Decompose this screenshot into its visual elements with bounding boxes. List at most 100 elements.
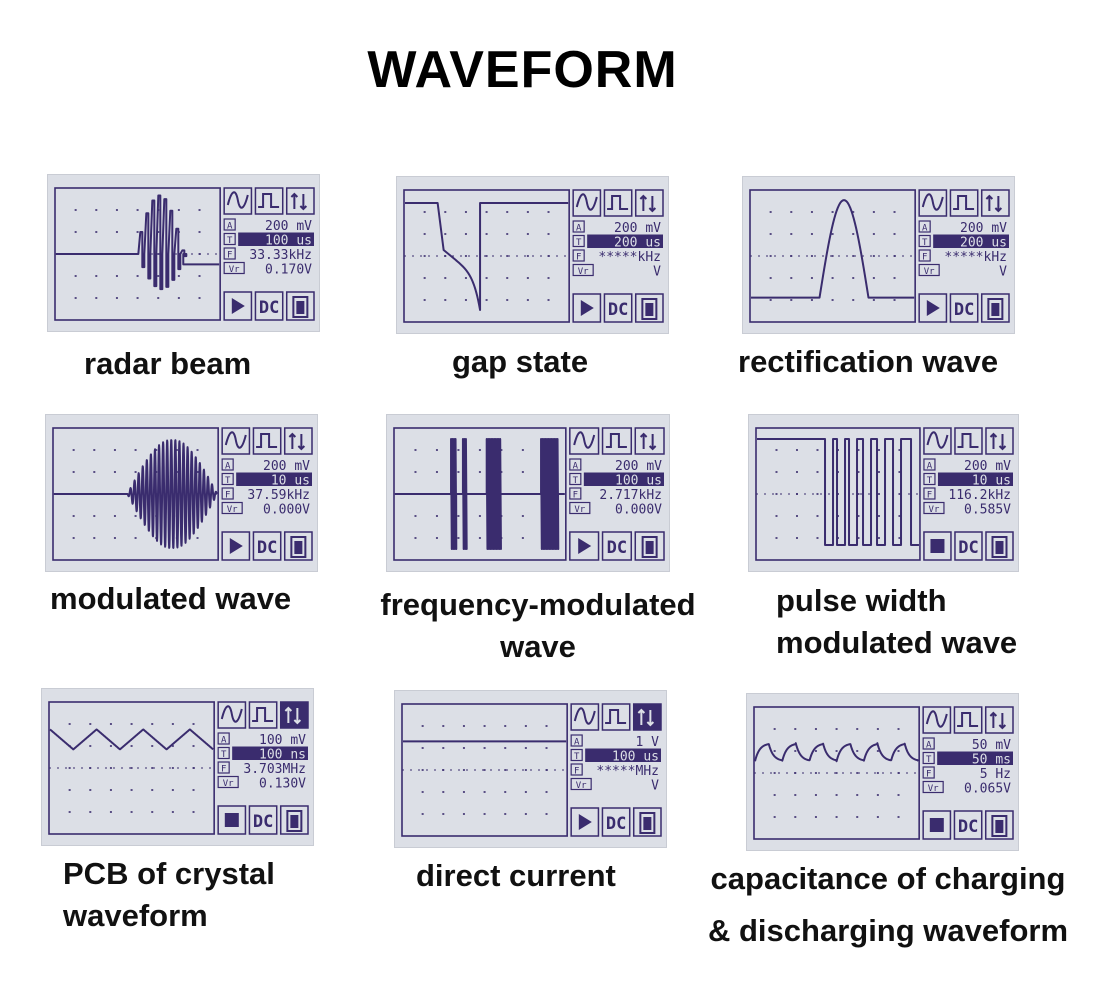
battery-button [279, 805, 309, 835]
trigger-edge-icon [639, 432, 657, 451]
run-button [572, 293, 602, 323]
readout-vpp: 0.585V [964, 503, 1011, 518]
waveform-trace [757, 438, 919, 546]
readout-tag-label: Vr [924, 267, 935, 277]
selected-row-highlight [937, 751, 1013, 765]
run-button [570, 807, 600, 837]
readout-time: 10 us [972, 474, 1011, 489]
readout-vpp: 0.000V [615, 503, 662, 518]
caption-pwm-wave: pulse width modulated wave [776, 583, 1018, 660]
readout-tag-label: Vr [928, 784, 939, 794]
dc-coupling-button [601, 531, 633, 561]
readout-tag [569, 472, 582, 486]
readout-volt: 200 mV [615, 459, 662, 474]
readout-tag-label: T [227, 236, 233, 246]
sine-wave-icon [926, 431, 949, 449]
sine-wave-icon [925, 710, 948, 728]
readout-tag-label: F [574, 767, 579, 777]
readout-tag [923, 458, 936, 471]
square-wave-icon-button [603, 189, 633, 217]
readout-time: 100 us [615, 474, 662, 489]
readout-vpp: 0.000V [263, 503, 310, 518]
readout-tag-label: A [922, 224, 928, 234]
readout-tag [217, 732, 230, 745]
readout-tag-label: T [927, 476, 933, 486]
dc-coupling-icon: DC [954, 300, 974, 320]
dc-coupling-button [603, 293, 633, 323]
sine-wave-icon [921, 193, 944, 211]
dc-coupling-button [248, 805, 278, 835]
readout-tag-label: T [225, 476, 231, 486]
readout-time: 200 us [614, 236, 661, 251]
readout-tag-label: F [227, 251, 232, 261]
sine-wave-icon-button [223, 187, 253, 215]
dc-coupling-icon: DC [253, 812, 273, 832]
readout-tag [569, 501, 591, 515]
battery-button [634, 531, 665, 561]
trigger-edge-icon-button [285, 187, 315, 215]
battery-icon [286, 810, 303, 832]
play-icon [578, 538, 592, 554]
trigger-edge-icon-button [634, 427, 665, 455]
trigger-edge-icon [637, 708, 655, 727]
dc-coupling-button [949, 293, 979, 323]
caption-rectification-wave: rectification wave [738, 344, 999, 379]
readout-tag-label: Vr [229, 265, 240, 275]
trigger-edge-icon-button [980, 189, 1010, 217]
readout-vpp: 0.130V [259, 777, 306, 792]
trigger-edge-icon [985, 194, 1003, 213]
page-title: WAVEFORM [367, 41, 678, 99]
square-wave-icon-button [954, 427, 983, 455]
readout-time: 100 us [612, 750, 659, 765]
waveform-trace [405, 202, 569, 311]
battery-button [632, 807, 662, 837]
run-button [221, 531, 251, 561]
readout-vpp: V [999, 265, 1007, 280]
selected-row-highlight [236, 472, 312, 486]
trigger-edge-icon-button [984, 706, 1014, 734]
readout-tag-label: F [922, 253, 927, 263]
readout-tag [223, 232, 236, 246]
readout-time: 100 ns [259, 748, 306, 763]
dc-coupling-icon: DC [257, 538, 277, 558]
graticule-dots [423, 211, 550, 301]
readout-tag-label: A [927, 462, 933, 472]
readout-tag [572, 234, 585, 248]
trigger-edge-icon [290, 192, 308, 211]
sine-wave-icon-button [918, 189, 948, 217]
trigger-edge-icon-button [283, 427, 313, 455]
readout-volt: 200 mV [960, 221, 1007, 236]
readout-tag-label: Vr [223, 779, 234, 789]
readout-freq: 116.2kHz [948, 488, 1011, 503]
sine-wave-icon [575, 193, 598, 211]
play-icon [580, 300, 594, 316]
readout-time: 100 us [265, 234, 312, 249]
selected-row-highlight [933, 234, 1009, 248]
square-wave-icon-button [254, 187, 284, 215]
square-wave-icon [957, 712, 979, 727]
trigger-edge-icon-button [634, 189, 664, 217]
battery-icon [292, 296, 309, 318]
square-wave-icon-button [953, 706, 983, 734]
readout-freq: *****kHz [944, 250, 1007, 265]
trigger-edge-icon-button [632, 703, 662, 731]
readout-tag [570, 748, 583, 762]
dc-coupling-button [254, 291, 284, 321]
readout-tag [221, 458, 234, 471]
graticule-dots [421, 725, 548, 815]
trigger-edge-icon-button [985, 427, 1014, 455]
readout-volt: 200 mV [263, 459, 310, 474]
readout-volt: 200 mV [964, 459, 1011, 474]
readout-tag [572, 263, 594, 277]
square-wave-icon-button [248, 701, 278, 729]
readout-tag [923, 501, 945, 515]
readout-time: 200 us [960, 236, 1007, 251]
